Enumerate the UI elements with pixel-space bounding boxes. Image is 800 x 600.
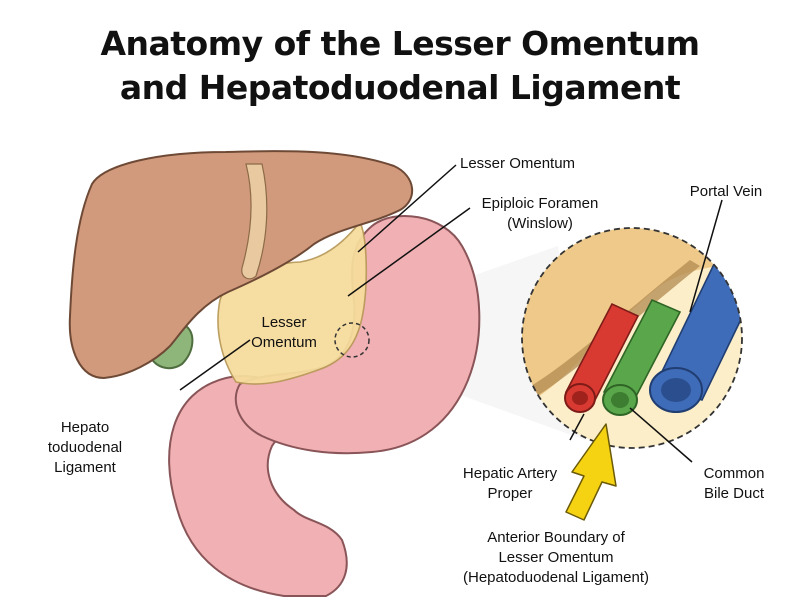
lesser-omentum: [217, 220, 368, 385]
anterior-boundary-arrow: [565, 423, 617, 521]
zoom-source-circle: [334, 322, 370, 358]
label-lesser-omentum-center-line1: Lesser: [261, 314, 306, 331]
label-anterior-boundary-line2: Lesser Omentum: [498, 549, 613, 566]
leader-lines: [179, 164, 723, 463]
label-epiploic-foramen-line2: (Winslow): [507, 215, 573, 232]
title-line-1: Anatomy of the Lesser Omentum: [100, 24, 700, 63]
label-epiploic-foramen-line1: Epiploic Foramen: [482, 195, 599, 212]
label-hepatic-artery-line2: Proper: [487, 485, 532, 502]
liver: [68, 150, 414, 380]
magnified-view: [522, 228, 742, 448]
label-hepatic-artery-line1: Hepatic Artery: [463, 465, 558, 482]
label-common-bile-duct-line2: Bile Duct: [704, 485, 765, 502]
page-title: Anatomy of the Lesser Omentum and Hepato…: [0, 22, 800, 110]
falciform-ligament: [241, 163, 268, 280]
label-anterior-boundary-line3: (Hepatoduodenal Ligament): [463, 569, 649, 586]
label-hepatoduodenal-line2: toduodenal: [48, 439, 122, 456]
label-lesser-omentum-top: Lesser Omentum: [460, 155, 575, 172]
magnified-view-border: [521, 227, 743, 449]
label-portal-vein: Portal Vein: [690, 183, 763, 200]
label-common-bile-duct-line1: Common: [704, 465, 765, 482]
title-line-2: and Hepatoduodenal Ligament: [119, 68, 681, 107]
label-lesser-omentum-center-line2: Omentum: [251, 334, 317, 351]
label-hepatoduodenal-line1: Hepato: [61, 419, 109, 436]
label-anterior-boundary-line1: Anterior Boundary of: [487, 529, 625, 546]
label-hepatoduodenal-line3: Ligament: [54, 459, 117, 476]
